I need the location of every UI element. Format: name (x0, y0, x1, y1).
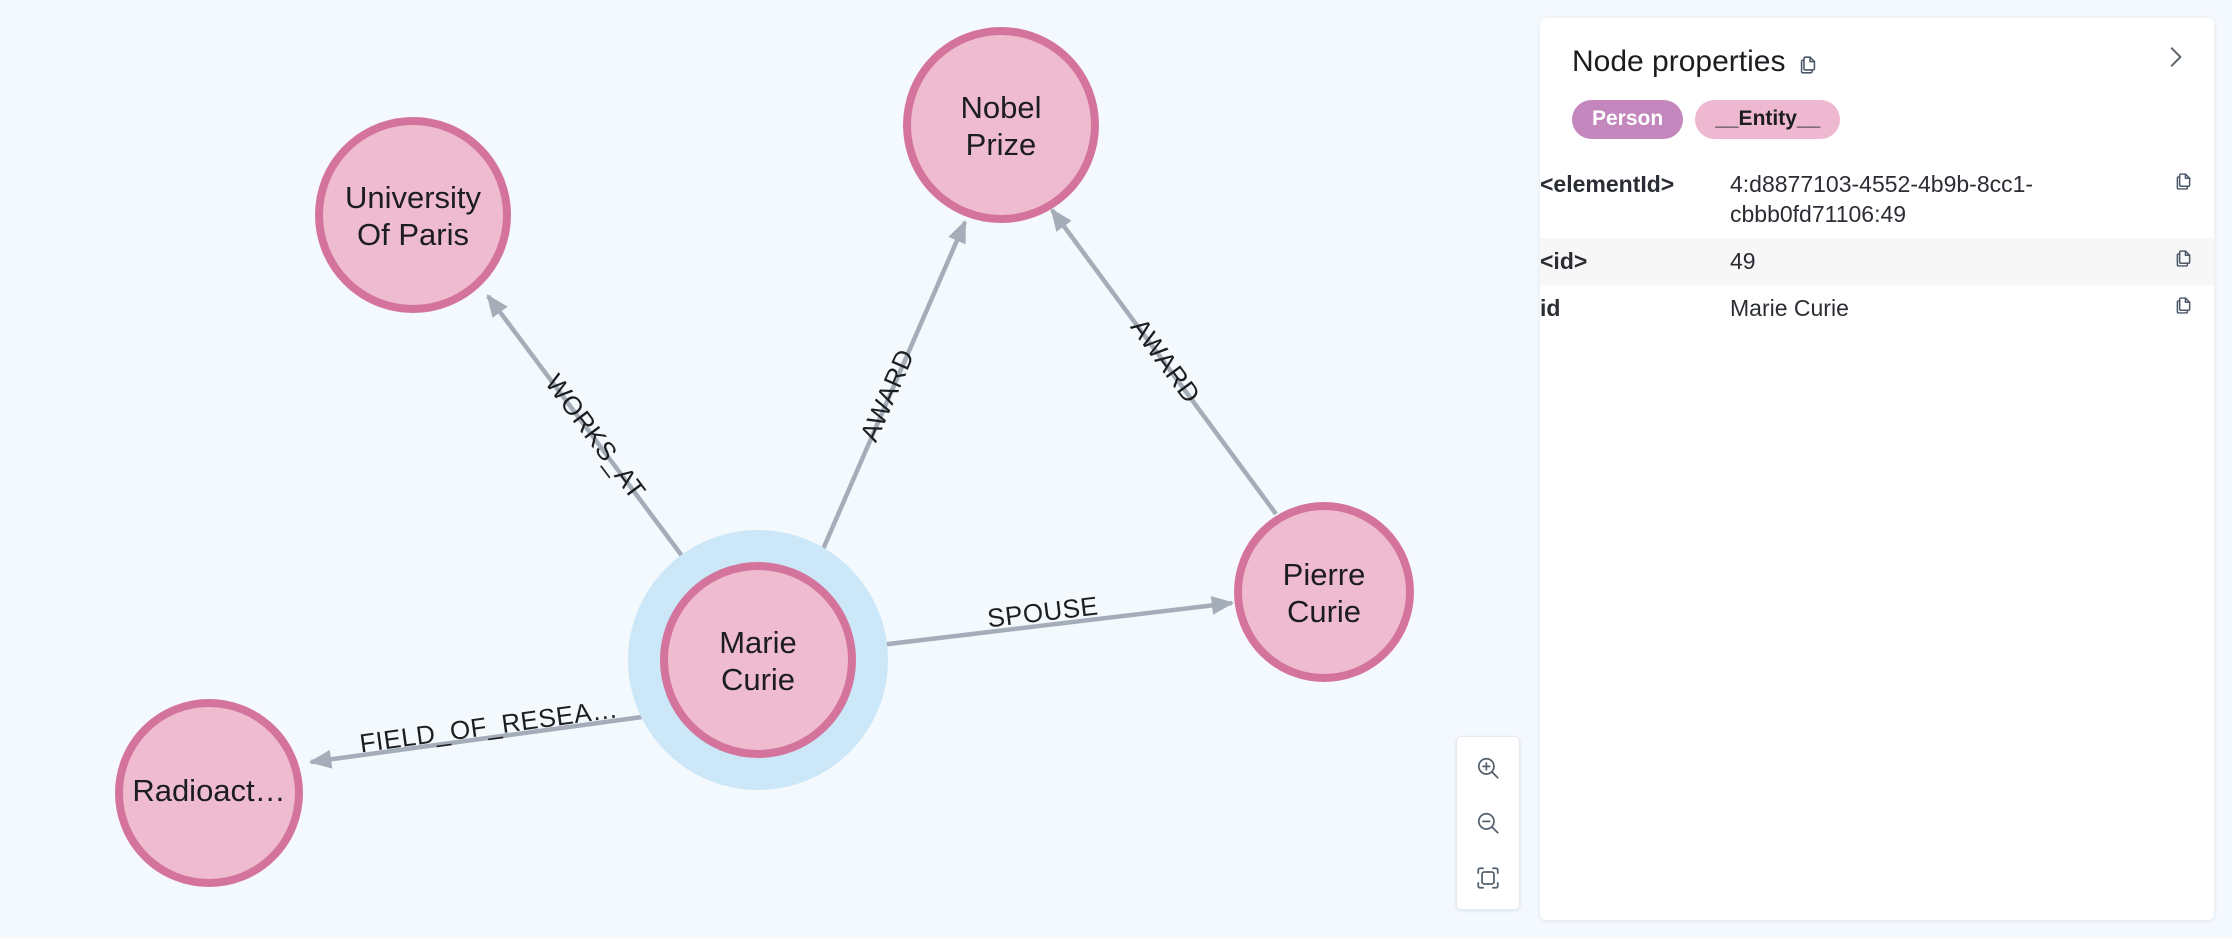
node-label-line1: University (345, 180, 482, 215)
zoom-controls (1456, 736, 1520, 910)
node-label-line1: Pierre (1283, 557, 1366, 592)
relationship-label-works-at: WORKS_AT (539, 368, 651, 505)
copy-property-cell (2152, 161, 2214, 238)
relationship-award-marie[interactable]: AWARD (811, 219, 968, 571)
graph-visualization[interactable]: WORKS_AT AWARD AWARD SPOUSE (0, 0, 1540, 938)
node-label-line2: Of Paris (357, 217, 469, 252)
copy-property-button[interactable] (2173, 171, 2194, 192)
panel-header: Node properties (1540, 18, 2214, 80)
node-label-line2: Prize (966, 127, 1037, 162)
copy-icon (1801, 56, 1816, 74)
relationship-spouse[interactable]: SPOUSE (854, 590, 1235, 651)
relationship-label-spouse: SPOUSE (986, 590, 1100, 633)
node-label-chip-person[interactable]: Person (1572, 100, 1684, 140)
node-shape[interactable] (660, 562, 856, 758)
copy-property-cell (2152, 238, 2214, 285)
property-value: 49 (1730, 248, 1756, 275)
copy-icon (2176, 297, 2190, 315)
relationship-line (811, 219, 968, 571)
property-value: Marie Curie (1730, 295, 1849, 322)
node-university-of-paris[interactable]: University Of Paris (315, 117, 511, 313)
relationship-label-field-of-research: FIELD_OF_RESEA… (358, 693, 620, 758)
zoom-out-button[interactable] (1465, 800, 1511, 846)
node-labels: Person __Entity__ (1540, 80, 2214, 140)
copy-icon (2176, 173, 2190, 190)
node-shape[interactable] (115, 699, 303, 887)
copy-property-button[interactable] (2173, 248, 2194, 269)
relationship-line (308, 711, 665, 769)
collapse-panel-button[interactable] (2154, 36, 2196, 78)
table-row: <id> 49 (1540, 238, 2214, 286)
node-properties-panel: Node properties Person __Entity__ (1540, 18, 2214, 920)
chevron-right-icon (2170, 47, 2182, 67)
relationship-field-of-research[interactable]: FIELD_OF_RESEA… (308, 693, 665, 769)
node-radioactivity[interactable]: Radioact… (115, 699, 303, 887)
node-label-chip-entity[interactable]: __Entity__ (1695, 100, 1841, 140)
property-key: id (1540, 295, 1561, 322)
panel-title: Node properties (1572, 45, 1786, 78)
relationship-works-at[interactable]: WORKS_AT (486, 294, 702, 582)
node-label-line1: Marie (719, 625, 797, 660)
relationship-label-award-pierre: AWARD (1125, 313, 1207, 409)
relationship-line (854, 596, 1235, 651)
relationship-line (486, 294, 702, 582)
properties-table: <elementId> 4:d8877103-4552-4b9b-8cc1-cb… (1540, 161, 2214, 333)
fit-to-screen-icon (1477, 867, 1499, 889)
node-marie-curie[interactable]: Marie Curie (628, 530, 888, 790)
copy-property-cell (2152, 285, 2214, 332)
fit-to-screen-button[interactable] (1465, 855, 1511, 901)
graph-canvas[interactable]: WORKS_AT AWARD AWARD SPOUSE (0, 0, 1540, 938)
node-layer: University Of Paris Nobel Prize Radioact… (115, 27, 1414, 887)
table-row: id Marie Curie (1540, 285, 2214, 332)
property-key: <elementId> (1540, 171, 1675, 198)
zoom-out-icon (1477, 812, 1499, 834)
copy-icon (2176, 250, 2190, 267)
property-key: <id> (1540, 248, 1588, 275)
node-label-line2: Curie (721, 662, 795, 697)
relationship-line (1050, 208, 1278, 516)
zoom-in-icon (1477, 758, 1499, 779)
node-label-line1: Nobel (961, 90, 1042, 125)
node-shape[interactable] (903, 27, 1099, 223)
node-pierre-curie[interactable]: Pierre Curie (1234, 502, 1414, 682)
node-nobel-prize[interactable]: Nobel Prize (903, 27, 1099, 223)
node-shape[interactable] (1234, 502, 1414, 682)
node-label-line1: Radioact… (132, 773, 285, 808)
copy-all-properties-button[interactable] (1797, 54, 1819, 76)
copy-property-button[interactable] (2173, 295, 2194, 316)
zoom-in-button[interactable] (1465, 745, 1511, 791)
relationship-label-award-marie: AWARD (854, 345, 920, 446)
relationship-award-pierre[interactable]: AWARD (1050, 208, 1278, 516)
property-value: 4:d8877103-4552-4b9b-8cc1-cbbb0fd71106:4… (1730, 171, 2034, 227)
node-shape[interactable] (315, 117, 511, 313)
table-row: <elementId> 4:d8877103-4552-4b9b-8cc1-cb… (1540, 161, 2214, 238)
node-label-line2: Curie (1287, 594, 1361, 629)
